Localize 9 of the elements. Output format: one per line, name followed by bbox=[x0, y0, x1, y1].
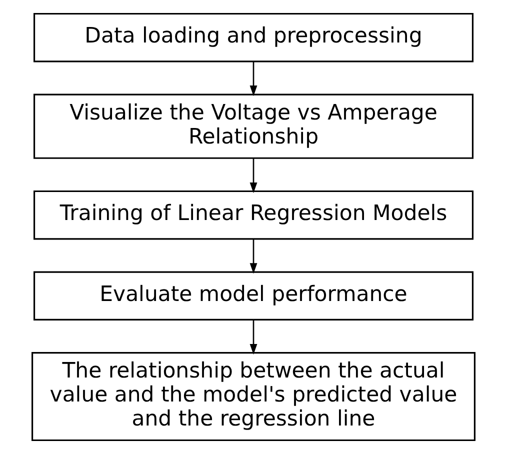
node-box: Training of Linear Regression Models bbox=[33, 190, 474, 240]
arrow bbox=[250, 320, 258, 355]
arrow bbox=[250, 239, 258, 274]
arrow bbox=[250, 158, 258, 194]
node-box: The relationship between the actual value and the model's predicted value and the regression line bbox=[32, 352, 476, 442]
arrow bbox=[250, 62, 258, 96]
node-box: Visualize the Voltage vs Amperage Relationship bbox=[33, 94, 474, 159]
node-box: Evaluate model performance bbox=[33, 271, 474, 321]
node-box: Data loading and preprocessing bbox=[33, 12, 474, 62]
